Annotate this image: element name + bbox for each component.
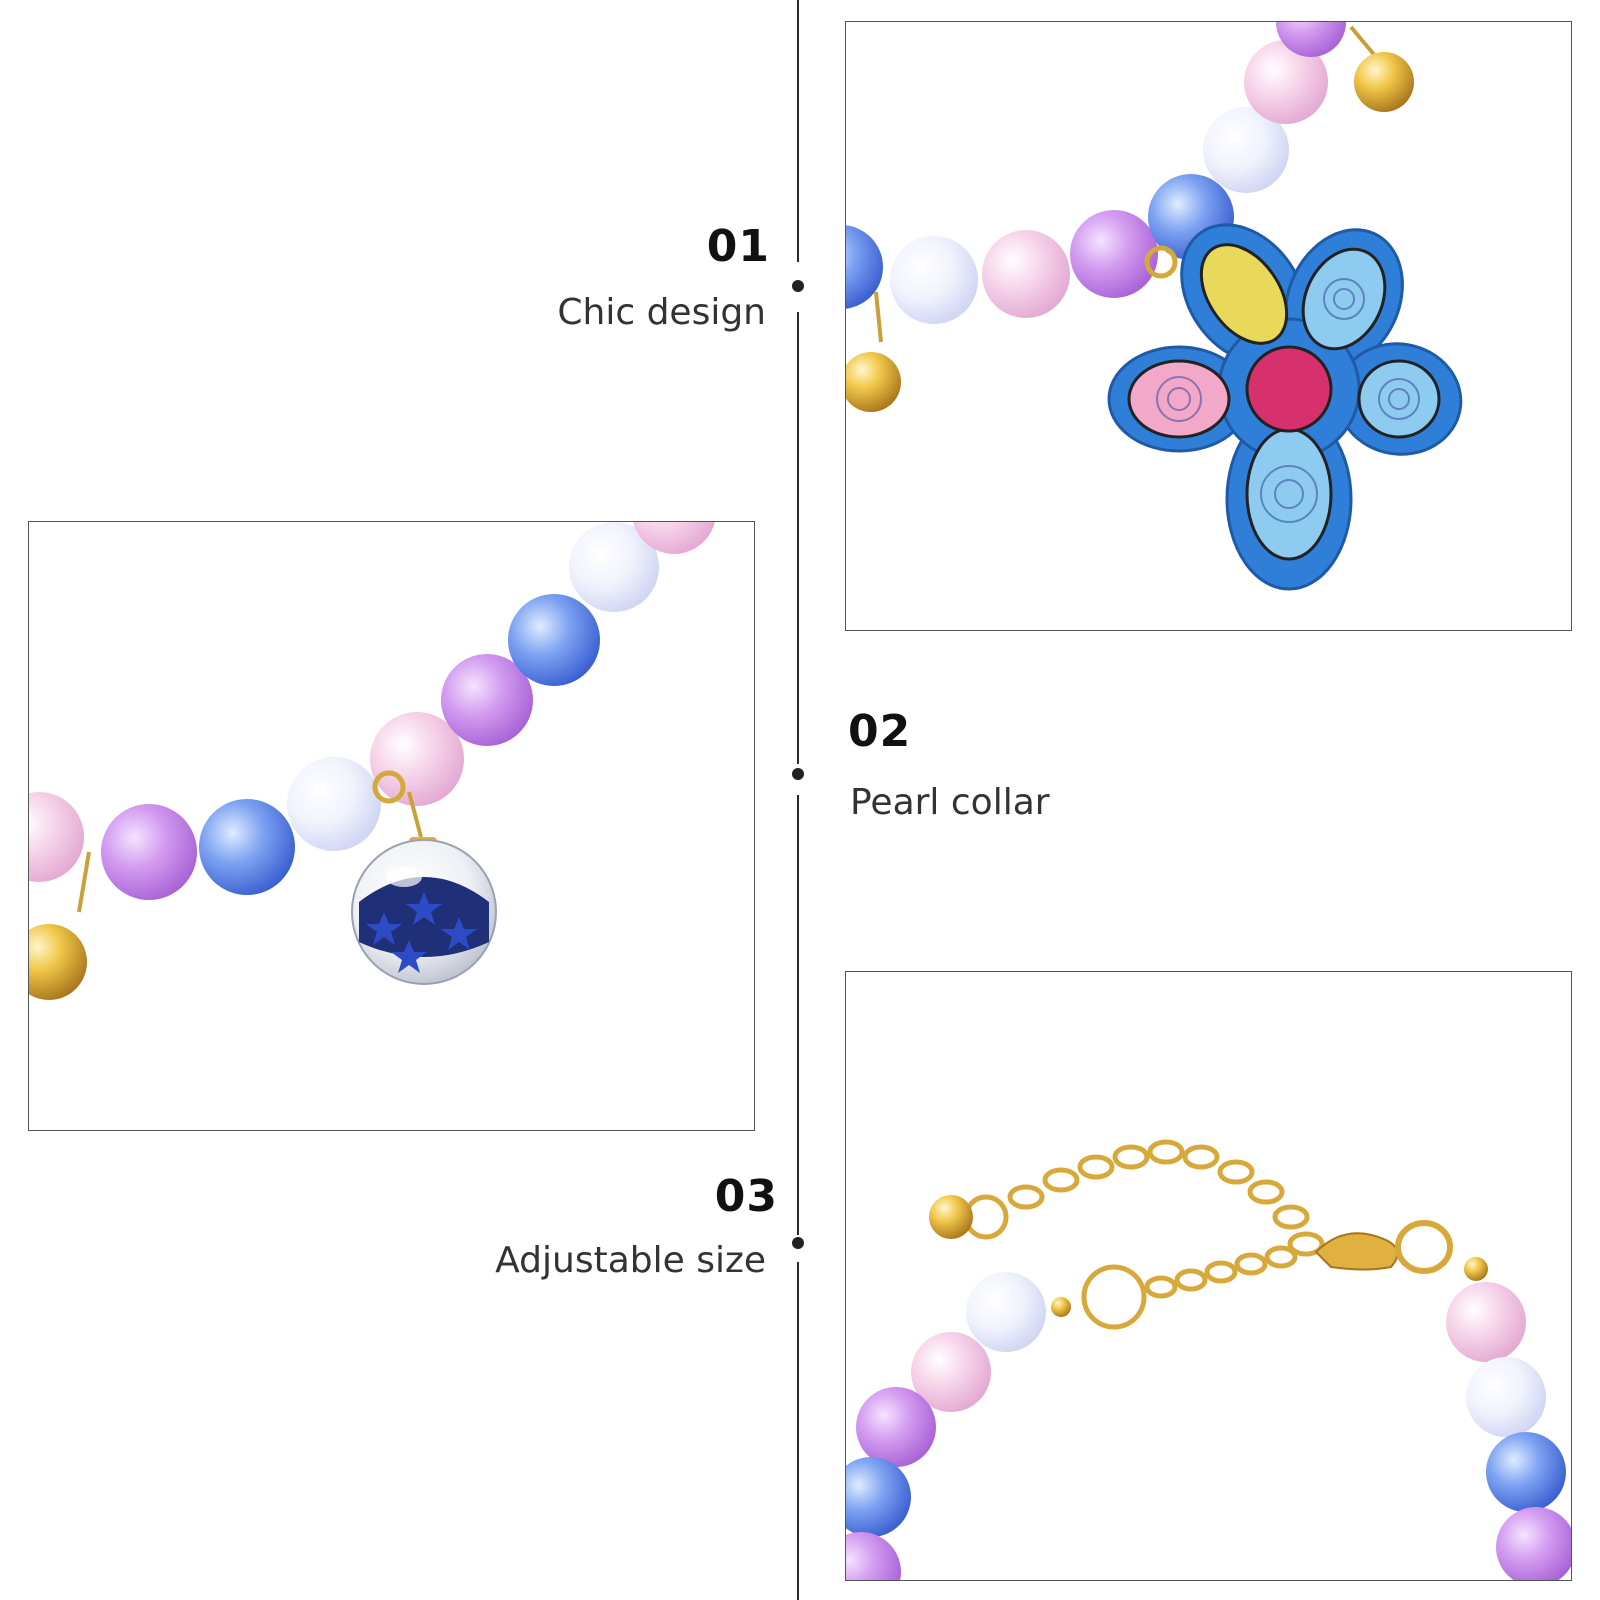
timeline-divider-top [797,0,799,262]
timeline-divider-mid-1 [797,312,799,764]
star-globe-pendant-photo [28,521,755,1131]
timeline-divider-bottom [797,1262,799,1600]
timeline-dot-2 [792,768,804,780]
chain-clasp-illustration [846,1139,1571,1580]
flower-pendant-illustration [846,22,1463,591]
feature-caption-chic-design: Chic design [557,292,766,333]
star-globe-pendant-illustration [29,522,715,1000]
timeline-divider-mid-2 [797,795,799,1235]
timeline-dot-3 [792,1237,804,1249]
chain-clasp-photo [845,971,1572,1581]
timeline-dot-1 [792,280,804,292]
feature-caption-adjustable-size: Adjustable size [495,1240,766,1281]
feature-caption-pearl-collar: Pearl collar [850,782,1050,823]
feature-number-03: 03 [714,1171,778,1222]
feature-number-02: 02 [848,706,912,757]
flower-pendant-photo [845,21,1572,631]
feature-number-01: 01 [706,221,770,272]
